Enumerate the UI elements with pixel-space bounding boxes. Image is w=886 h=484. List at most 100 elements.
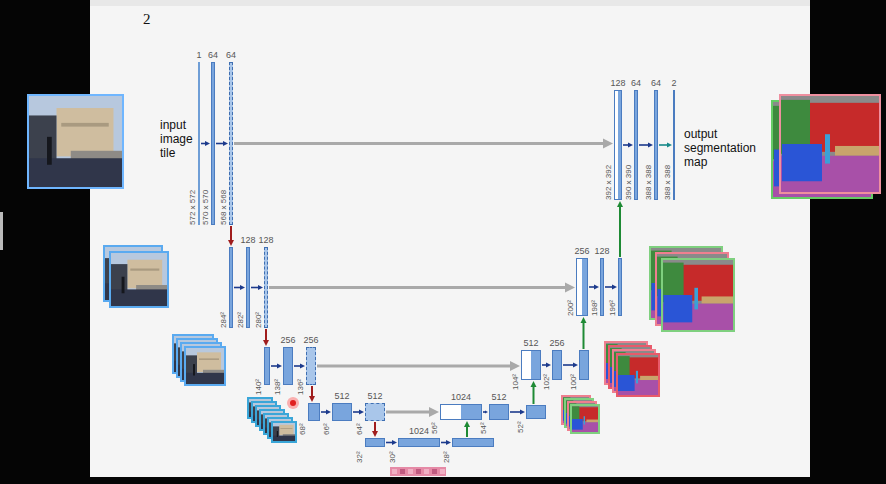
shadow-building bbox=[110, 264, 127, 292]
channel-count: 64 bbox=[631, 79, 641, 88]
thumbnail-frame bbox=[571, 405, 599, 433]
arrow-head bbox=[223, 141, 228, 146]
arrow-head bbox=[326, 410, 331, 415]
window-band bbox=[61, 123, 109, 127]
feature-map: 52² bbox=[526, 405, 546, 419]
conv-arrow bbox=[216, 141, 228, 146]
output-label: output segmentation map bbox=[684, 127, 772, 169]
building-area bbox=[279, 425, 293, 435]
map-size: 198² bbox=[591, 300, 599, 316]
sky-area bbox=[28, 95, 123, 188]
feature-map: 284² bbox=[229, 247, 233, 328]
feature-bar bbox=[365, 438, 385, 447]
connector-line bbox=[269, 286, 566, 289]
sky-area bbox=[272, 422, 296, 442]
car-region bbox=[782, 144, 822, 181]
thumbnail-frame bbox=[272, 422, 296, 442]
window-band bbox=[280, 428, 292, 430]
feature-bar bbox=[308, 403, 320, 421]
sky-region bbox=[662, 259, 734, 331]
map-size: 280² bbox=[255, 312, 263, 328]
arrow-head bbox=[573, 363, 578, 368]
feature-bar bbox=[264, 247, 268, 328]
map-size: 100² bbox=[570, 374, 578, 390]
connector-line bbox=[311, 386, 313, 397]
connector-line bbox=[234, 287, 241, 289]
map-size: 66² bbox=[323, 423, 331, 435]
feature-map: 140² bbox=[264, 347, 270, 385]
connector-line bbox=[605, 286, 613, 288]
edge-tab bbox=[0, 212, 3, 250]
feature-bar bbox=[576, 258, 588, 316]
feature-bar bbox=[552, 350, 562, 380]
feature-bar bbox=[600, 258, 604, 316]
arrow-head bbox=[485, 411, 488, 414]
feature-map: 1572 x 572 bbox=[198, 62, 200, 225]
person-figure bbox=[277, 431, 278, 437]
connector-line bbox=[271, 365, 278, 367]
map-size: 104² bbox=[512, 374, 520, 390]
map-size: 568 x 568 bbox=[220, 190, 228, 225]
building-area bbox=[127, 260, 162, 289]
feature-map: 256138² bbox=[283, 347, 293, 385]
map-size: 388 x 388 bbox=[645, 165, 653, 200]
photo-thumbnail bbox=[272, 422, 296, 442]
channel-count: 256 bbox=[549, 339, 564, 348]
arrow-head bbox=[667, 143, 672, 148]
feature-bar bbox=[246, 247, 250, 328]
cursor-dot bbox=[290, 400, 296, 406]
arrow-head bbox=[429, 407, 439, 417]
upconv-arrow bbox=[531, 381, 537, 404]
channel-count: 512 bbox=[491, 393, 506, 402]
slide-panel bbox=[90, 0, 810, 477]
map-size: 282² bbox=[237, 312, 245, 328]
connector-line bbox=[510, 411, 521, 413]
arrow-head bbox=[612, 285, 617, 290]
channel-count: 1 bbox=[196, 51, 201, 60]
sky-area bbox=[110, 252, 168, 307]
arrow-head bbox=[628, 143, 633, 148]
feature-map: 128280² bbox=[264, 247, 268, 328]
sky-region bbox=[571, 405, 599, 433]
strip-cell bbox=[392, 469, 397, 474]
road-area bbox=[185, 373, 225, 385]
feature-bar bbox=[654, 90, 658, 200]
upconv-arrow bbox=[581, 317, 587, 349]
arrow-head bbox=[565, 283, 575, 293]
connector-line bbox=[659, 144, 668, 146]
feature-map: 64390 x 390 bbox=[634, 90, 638, 200]
arrow-head bbox=[359, 410, 364, 415]
segmentation-thumbnail bbox=[662, 259, 734, 331]
conv-arrow bbox=[321, 410, 331, 415]
arrow-head bbox=[277, 364, 282, 369]
map-size: 572 x 572 bbox=[189, 190, 197, 225]
feature-map: 32² bbox=[365, 438, 385, 447]
conv-arrow bbox=[563, 363, 578, 368]
arrow-head bbox=[372, 431, 378, 437]
feature-map: 2388 x 388 bbox=[673, 90, 675, 200]
conv-arrow bbox=[251, 285, 263, 290]
connector-line bbox=[466, 426, 468, 437]
arrow-head bbox=[648, 143, 653, 148]
person-region bbox=[694, 288, 698, 310]
connector-line bbox=[265, 329, 267, 341]
channel-count: 2 bbox=[671, 79, 676, 88]
conv-arrow bbox=[510, 410, 525, 415]
map-size: 54² bbox=[480, 422, 488, 434]
conv-arrow bbox=[589, 285, 599, 290]
feature-bar bbox=[264, 347, 270, 385]
strip-cell bbox=[416, 469, 421, 474]
connector-line bbox=[216, 143, 224, 145]
window-band bbox=[130, 269, 159, 271]
thumbnail-frame bbox=[617, 354, 659, 396]
shadow-building bbox=[28, 115, 57, 161]
connector-line bbox=[563, 364, 574, 366]
shadow-building bbox=[185, 355, 197, 374]
strip-cell bbox=[432, 469, 437, 474]
window-band bbox=[199, 358, 219, 360]
feature-bar bbox=[673, 90, 675, 200]
channel-count: 64 bbox=[208, 51, 218, 60]
sidewalk-region bbox=[835, 146, 880, 156]
thumbnail-frame bbox=[185, 347, 225, 385]
